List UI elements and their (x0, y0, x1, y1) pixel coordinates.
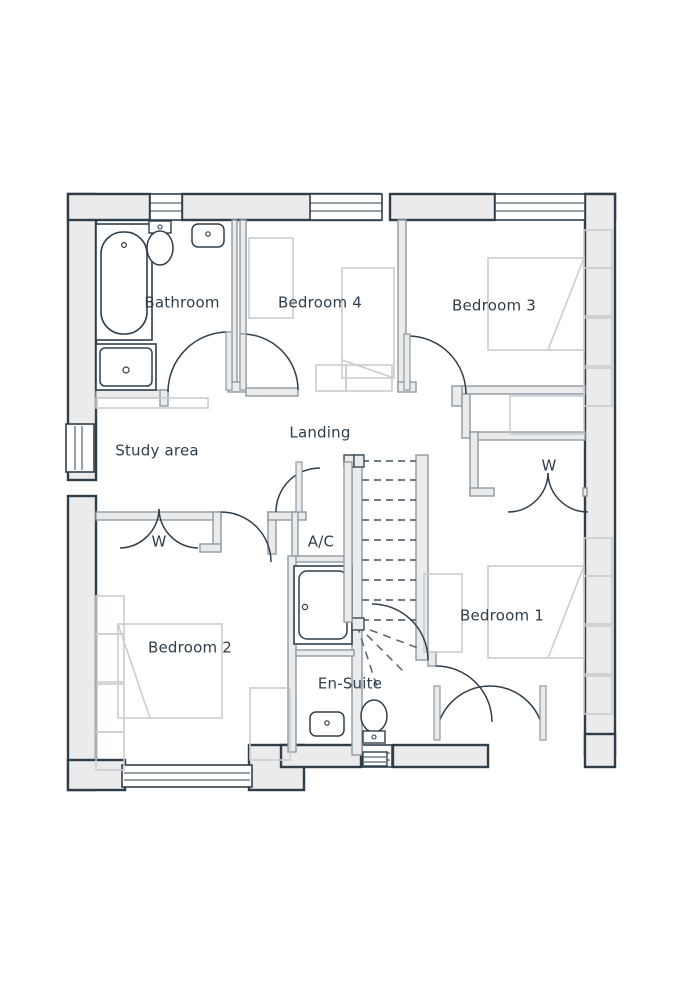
room-label-wardrobe-left: W (151, 533, 166, 551)
furniture (95, 229, 613, 771)
shower-ensuite (293, 565, 353, 645)
window-top-2 (309, 193, 383, 221)
room-label-bedroom3: Bedroom 3 (452, 297, 536, 315)
room-label-study-area: Study area (115, 442, 199, 460)
room-label-bedroom2: Bedroom 2 (148, 639, 232, 657)
room-label-bathroom: Bathroom (144, 294, 219, 312)
window-top-3 (494, 193, 586, 221)
room-label-bedroom4: Bedroom 4 (278, 294, 362, 312)
doors (119, 331, 589, 741)
room-label-wardrobe-right: W (541, 457, 556, 475)
outer-walls (66, 192, 617, 792)
room-label-bedroom1: Bedroom 1 (460, 607, 544, 625)
shower-tray (95, 343, 157, 391)
room-label-ensuite: En-Suite (318, 675, 382, 693)
wash-basin (191, 223, 225, 248)
window-top-1 (149, 193, 183, 221)
basin-ensuite (309, 711, 345, 737)
bath-tub (95, 223, 153, 341)
room-label-airing-cupboard: A/C (308, 533, 334, 551)
room-label-landing: Landing (289, 424, 350, 442)
toilet-main (146, 220, 174, 266)
window-left-1 (65, 423, 95, 473)
toilet-ensuite (360, 699, 388, 767)
window-bottom-1 (121, 764, 253, 788)
staircase (343, 454, 419, 691)
